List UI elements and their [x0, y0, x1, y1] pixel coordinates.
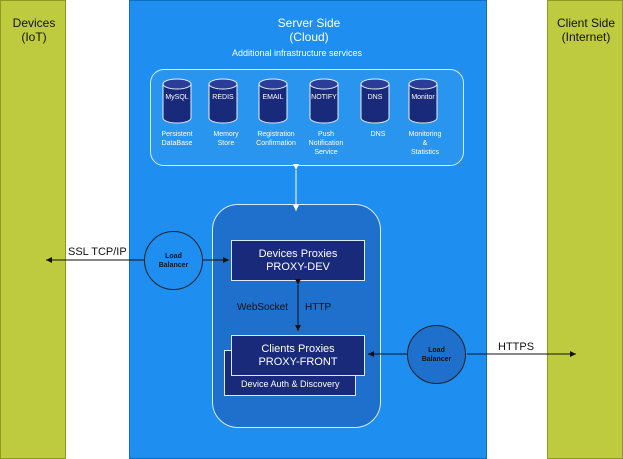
ssl-tcpip-label: SSL TCP/IP	[68, 246, 127, 258]
service-label: EMAIL	[262, 94, 284, 101]
service-label: Monitor	[411, 94, 435, 101]
service-cylinder-monitor: Monitor	[408, 78, 438, 124]
infrastructure-services-title: Additional infrastructure services	[231, 48, 363, 58]
database-icon	[408, 78, 438, 124]
load-balancer-right: Load Balancer	[407, 325, 466, 384]
proxy-front-line1: Clients Proxies	[261, 343, 335, 355]
service-caption: DNS	[370, 131, 386, 138]
database-icon	[309, 78, 339, 124]
service-label: MySQL	[165, 94, 189, 101]
load-balancer-right-label: Load Balancer	[421, 346, 452, 363]
service-caption: Registration Confirmation	[256, 131, 296, 147]
proxy-front-box: Clients Proxies PROXY-FRONT	[231, 335, 365, 376]
service-label: REDIS	[212, 94, 234, 101]
devices-panel-title: Devices (IoT)	[12, 16, 56, 44]
service-caption: Push Notification Service	[308, 131, 344, 156]
proxy-dev-line1: Devices Proxies	[258, 248, 338, 260]
database-icon	[208, 78, 238, 124]
service-cylinder-dns: DNS	[360, 78, 390, 124]
http-label: HTTP	[305, 302, 332, 313]
database-icon	[162, 78, 192, 124]
devices-panel: Devices (IoT)	[0, 0, 66, 459]
device-auth-discovery-label: Device Auth & Discovery	[241, 379, 340, 389]
server-side-title: Server Side (Cloud)	[277, 16, 341, 44]
proxy-dev-line2: PROXY-DEV	[266, 261, 330, 273]
service-label: DNS	[367, 94, 383, 101]
proxy-front-line2: PROXY-FRONT	[258, 356, 338, 368]
load-balancer-left: Load Balancer	[144, 231, 203, 290]
service-label: NOTIFY	[311, 94, 337, 101]
service-cylinder-email: EMAIL	[258, 78, 288, 124]
https-label: HTTPS	[498, 341, 535, 353]
database-icon	[258, 78, 288, 124]
service-cylinder-notify: NOTIFY	[309, 78, 339, 124]
websocket-label: WebSocket	[237, 302, 288, 313]
service-caption: Monitoring & Statistics	[408, 131, 442, 156]
service-cylinder-redis: REDIS	[208, 78, 238, 124]
client-panel-title: Client Side (Internet)	[556, 16, 616, 44]
service-caption: Memory Store	[213, 131, 239, 147]
service-cylinder-mysql: MySQL	[162, 78, 192, 124]
service-caption: Persistent DataBase	[161, 131, 193, 147]
database-icon	[360, 78, 390, 124]
load-balancer-left-label: Load Balancer	[158, 252, 189, 269]
